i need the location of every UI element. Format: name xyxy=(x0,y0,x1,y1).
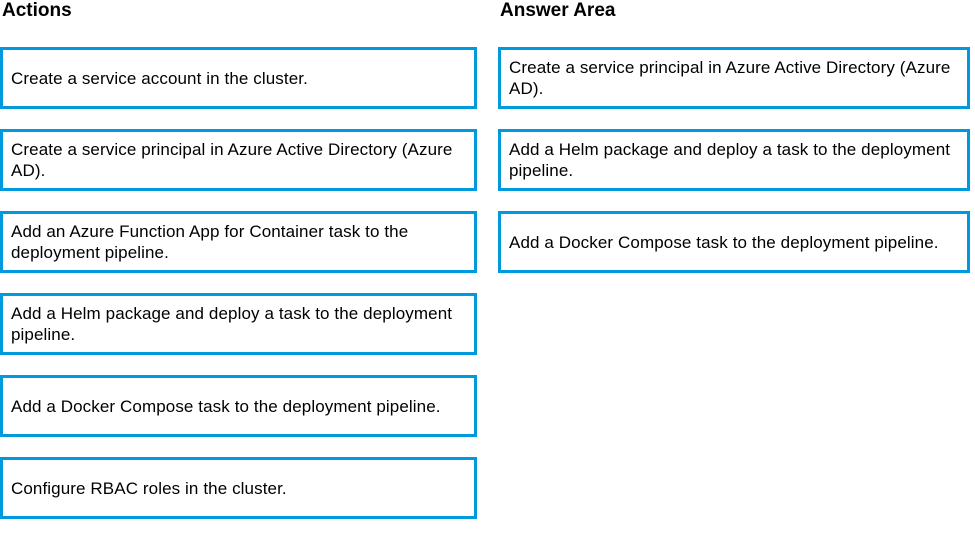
action-tile[interactable]: Add a Helm package and deploy a task to … xyxy=(0,293,477,355)
answer-tile-label: Add a Helm package and deploy a task to … xyxy=(509,140,951,180)
action-tile-label: Create a service account in the cluster. xyxy=(11,68,308,88)
actions-heading: Actions xyxy=(2,0,72,21)
answer-area-heading: Answer Area xyxy=(500,0,616,21)
action-tile-label: Create a service principal in Azure Acti… xyxy=(11,140,453,180)
answer-tile[interactable]: Add a Helm package and deploy a task to … xyxy=(498,129,970,191)
action-tile[interactable]: Create a service principal in Azure Acti… xyxy=(0,129,477,191)
actions-column: Actions Create a service account in the … xyxy=(0,0,480,539)
answer-tile-label: Create a service principal in Azure Acti… xyxy=(509,58,951,98)
answer-tile-label: Add a Docker Compose task to the deploym… xyxy=(509,232,939,252)
action-tile[interactable]: Create a service account in the cluster. xyxy=(0,47,477,109)
action-tile[interactable]: Add an Azure Function App for Container … xyxy=(0,211,477,273)
action-tile-label: Add an Azure Function App for Container … xyxy=(11,222,409,262)
action-tile-label: Configure RBAC roles in the cluster. xyxy=(11,478,287,498)
answer-tile[interactable]: Create a service principal in Azure Acti… xyxy=(498,47,970,109)
answer-tile[interactable]: Add a Docker Compose task to the deploym… xyxy=(498,211,970,273)
answer-area-column: Answer Area Create a service principal i… xyxy=(498,0,975,293)
actions-tile-list: Create a service account in the cluster.… xyxy=(0,47,480,519)
action-tile-label: Add a Docker Compose task to the deploym… xyxy=(11,396,441,416)
action-tile[interactable]: Add a Docker Compose task to the deploym… xyxy=(0,375,477,437)
answer-tile-list: Create a service principal in Azure Acti… xyxy=(498,47,975,273)
action-tile[interactable]: Configure RBAC roles in the cluster. xyxy=(0,457,477,519)
action-tile-label: Add a Helm package and deploy a task to … xyxy=(11,304,453,344)
